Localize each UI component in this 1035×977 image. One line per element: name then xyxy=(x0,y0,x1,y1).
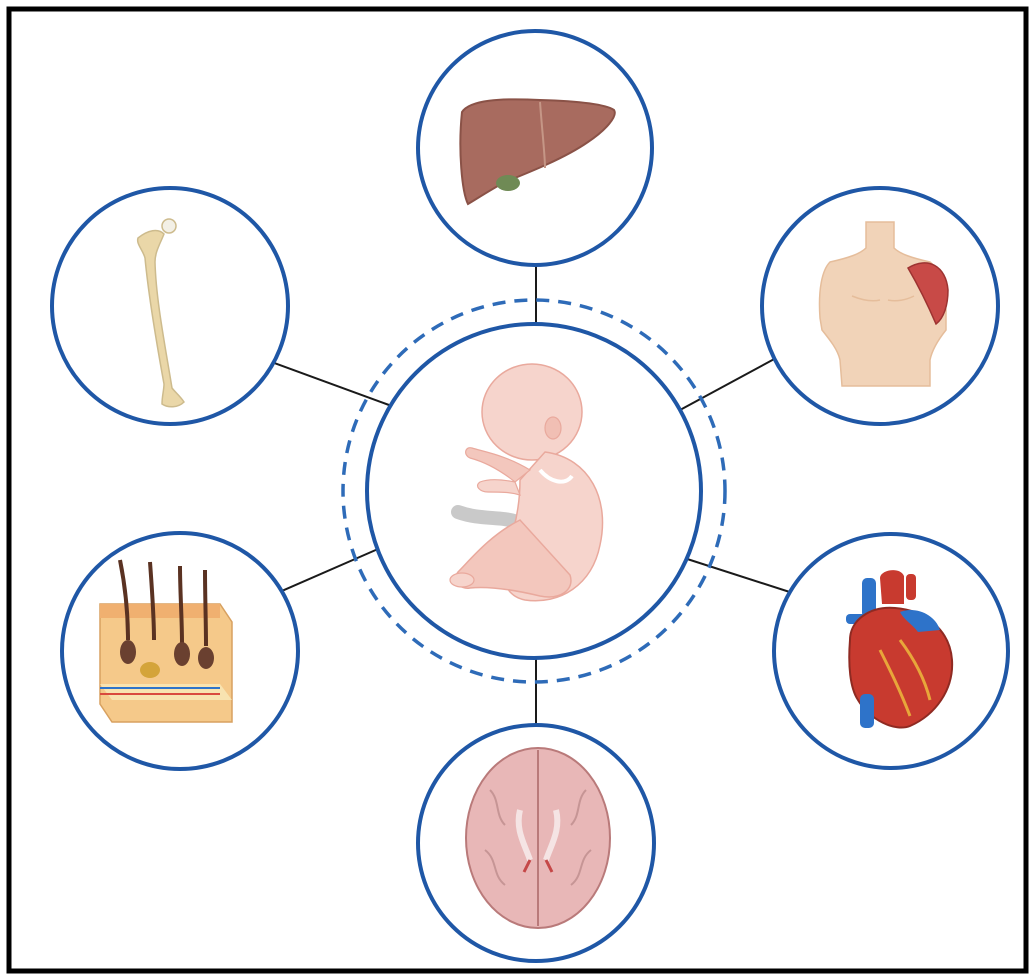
brain-icon xyxy=(466,748,610,928)
